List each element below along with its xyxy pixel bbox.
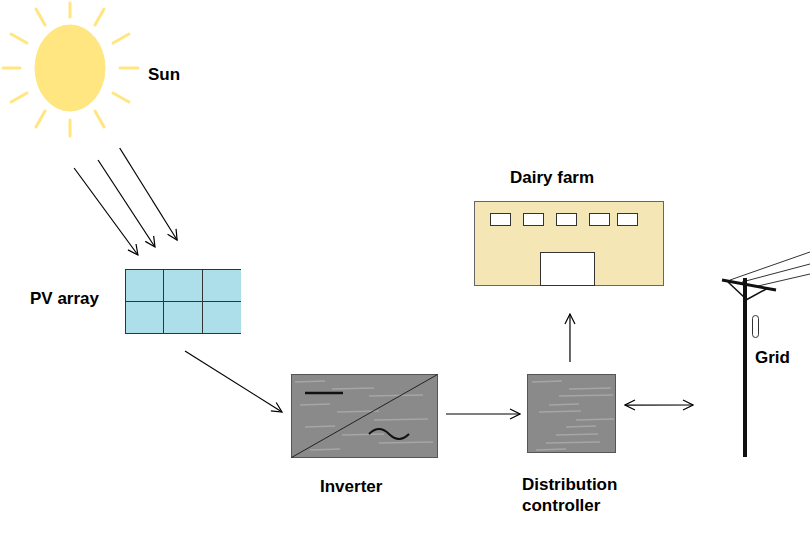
texture-streak <box>556 434 598 435</box>
farm-label: Dairy farm <box>510 167 660 188</box>
sun-ray <box>95 9 104 25</box>
texture-streak <box>332 388 374 389</box>
flow-arrow <box>569 314 570 362</box>
sun-ray <box>11 93 27 102</box>
grid-label: Grid <box>755 347 810 368</box>
arrow-line <box>120 148 177 240</box>
ac-symbol <box>369 429 409 439</box>
controller-label: Distribution controller <box>522 474 627 516</box>
sun-ray <box>3 67 20 70</box>
sun-disc <box>35 25 105 111</box>
flow-arrow <box>185 351 282 412</box>
controller-box <box>520 374 625 454</box>
sun-ray <box>113 93 129 102</box>
arrow-line <box>74 168 138 255</box>
arrow-line <box>185 351 282 412</box>
texture-streak <box>295 381 325 382</box>
texture-streak <box>559 395 613 396</box>
power-wire <box>742 264 810 282</box>
texture-streak <box>536 449 566 450</box>
building-window <box>618 214 638 226</box>
pole-insulator <box>753 316 759 338</box>
building-window <box>590 214 610 226</box>
pv-label: PV array <box>30 288 125 309</box>
building-door <box>541 253 595 286</box>
pole-shaft <box>743 278 747 457</box>
sun-ray <box>11 34 27 43</box>
arrow-line <box>625 404 693 405</box>
controller-texture <box>532 381 614 450</box>
flow-arrow <box>446 414 520 415</box>
sun-ray <box>36 111 45 127</box>
sun-ray <box>69 120 72 136</box>
sun-label: Sun <box>148 64 190 85</box>
texture-streak <box>549 404 579 405</box>
power-wire <box>758 274 810 286</box>
sun-rays <box>3 3 138 136</box>
texture-streak <box>305 426 335 427</box>
pv-cell-line <box>126 301 242 302</box>
arrow-line <box>98 160 155 247</box>
pole-brace <box>728 282 745 298</box>
sun-ray <box>113 34 129 43</box>
inverter-body <box>292 375 438 458</box>
flow-arrow <box>98 160 155 247</box>
inverter-node: Inverter <box>291 374 438 499</box>
building-window <box>524 214 544 226</box>
farm-node: Dairy farm <box>474 165 664 287</box>
texture-streak <box>369 395 423 396</box>
sun-ray <box>95 111 104 127</box>
texture-streak <box>569 388 611 389</box>
dc-symbol <box>305 392 343 395</box>
flow-arrow <box>625 404 693 405</box>
arrow-line <box>446 413 520 414</box>
texture-streak <box>546 442 600 443</box>
inverter-box <box>291 374 438 458</box>
sun-ray <box>36 9 45 25</box>
sun-ray <box>69 3 72 17</box>
inverter-diagonal <box>292 375 438 458</box>
flow-arrow <box>120 148 177 240</box>
pv-array-node: PV array <box>28 269 241 335</box>
power-wire <box>730 252 810 280</box>
texture-streak <box>342 434 384 435</box>
building-wall <box>475 202 664 286</box>
texture-streak <box>566 426 596 427</box>
texture-streak <box>300 404 330 405</box>
sun-ray <box>120 67 138 70</box>
texture-streak <box>539 411 581 412</box>
controller-node: Distribution controller <box>520 374 625 519</box>
texture-streak <box>379 442 433 443</box>
grid-node: Grid <box>700 250 810 460</box>
pv-frame <box>126 270 242 334</box>
controller-body <box>528 375 616 453</box>
pole-brace <box>746 288 768 300</box>
building-window <box>557 214 577 226</box>
texture-streak <box>532 381 562 382</box>
texture-streak <box>374 419 428 420</box>
inverter-label: Inverter <box>320 476 430 497</box>
flow-arrow <box>74 168 138 255</box>
texture-streak <box>310 449 340 450</box>
texture-streak <box>576 419 614 420</box>
arrow-line <box>569 314 570 362</box>
sun-node: Sun <box>0 0 190 150</box>
building-window <box>491 214 511 226</box>
